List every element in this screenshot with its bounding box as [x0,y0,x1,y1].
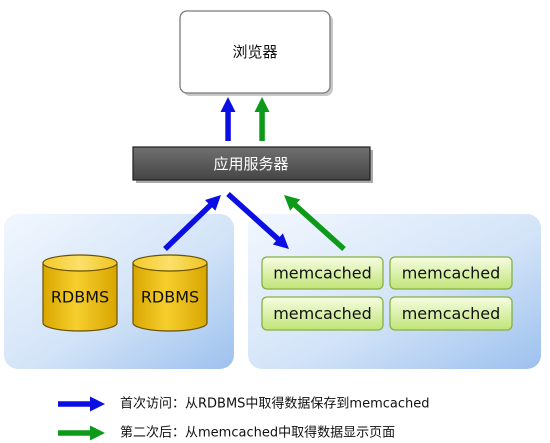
legend: 首次访问：从RDBMS中取得数据保存到memcached 第二次后：从memca… [58,396,430,441]
legend-item-first-visit: 首次访问：从RDBMS中取得数据保存到memcached [58,396,430,412]
cache-box: memcached [389,296,513,331]
first-visit-arrow-db-to-server [163,195,221,251]
cache-label: memcached [273,264,372,283]
cache-box: memcached [261,256,384,290]
browser-label: 浏览器 [232,43,277,61]
browser-node: 浏览器 [179,10,333,96]
database-cylinder-body [132,262,208,332]
cache-label: memcached [273,304,372,323]
cache-box-background [389,256,513,290]
cache-label: memcached [402,264,501,283]
cache-box-background [261,296,384,331]
cache-box-background [261,256,384,290]
cache-panel: memcached memcached memcached memcached [248,214,541,369]
database-cylinder: RDBMS [42,254,118,332]
first-visit-arrow-server-to-cache [226,192,289,249]
database-panel: RDBMS RDBMS [4,214,234,369]
app-server-node: 应用服务器 [132,146,373,183]
app-server-label: 应用服务器 [213,155,288,173]
browser-box [179,10,331,94]
first-visit-arrow-to-browser [220,97,236,141]
database-cylinder-top [42,254,118,272]
database-cylinder-top [132,254,208,272]
database-label: RDBMS [51,288,109,307]
subsequent-arrow-to-browser [254,97,270,141]
legend-arrow-icon [58,396,105,412]
database-cylinder: RDBMS [132,254,208,332]
cache-label: memcached [402,304,501,323]
database-cylinder-body [42,262,118,332]
cache-box: memcached [389,256,513,290]
subsequent-arrow-cache-to-server [284,195,346,251]
cache-box-background [389,296,513,331]
database-label: RDBMS [141,288,199,307]
legend-text: 首次访问：从RDBMS中取得数据保存到memcached [120,396,430,412]
legend-arrow-icon [58,425,105,441]
legend-text: 第二次后：从memcached中取得数据显示页面 [120,425,395,441]
cache-panel-background [248,214,541,369]
legend-item-subsequent: 第二次后：从memcached中取得数据显示页面 [58,425,395,441]
cache-box: memcached [261,296,384,331]
app-server-bar [132,146,371,181]
